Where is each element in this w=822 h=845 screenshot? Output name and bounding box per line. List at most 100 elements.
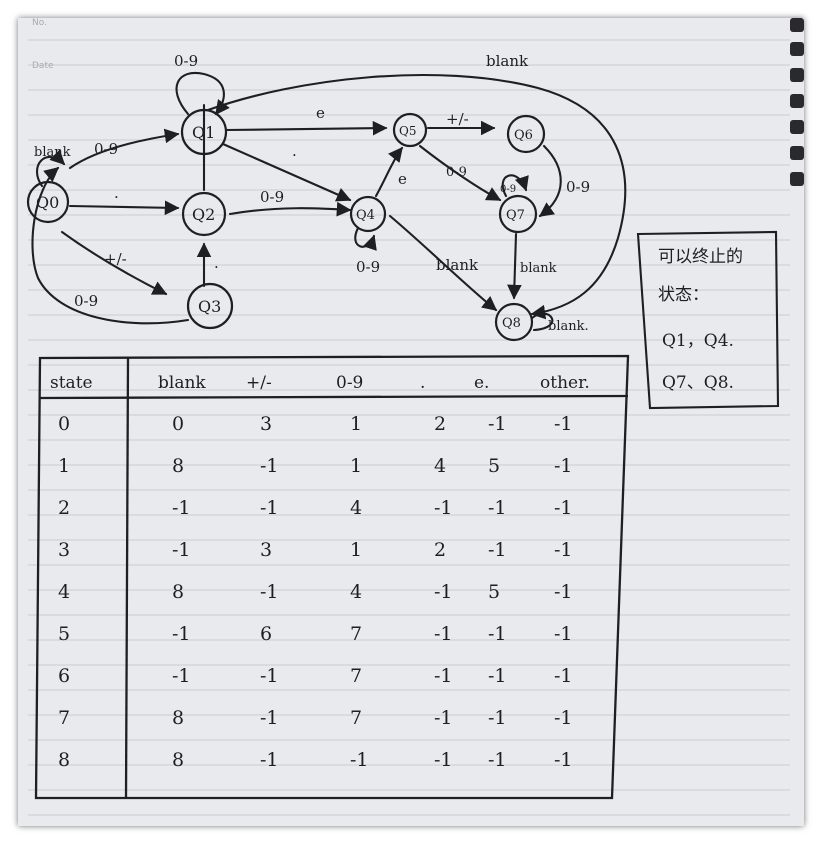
edge-q3-q1-curve [31, 166, 190, 325]
table-cell: -1 [434, 581, 453, 603]
state-q8-circle [494, 302, 534, 342]
state-q6-circle [506, 114, 546, 154]
table-cell: -1 [554, 581, 573, 603]
table-cell: -1 [554, 413, 573, 435]
date-label: Date [32, 61, 54, 71]
state-q4-circle [349, 195, 387, 233]
table-cell: 0 [172, 413, 184, 435]
state-q2-label: Q2 [192, 205, 215, 224]
label-q3-q1: 0-9 [74, 292, 98, 310]
label-q1-q5: e [316, 104, 325, 122]
table-cell: 1 [350, 455, 362, 477]
table-cell: -1 [260, 581, 279, 603]
table-cell: -1 [554, 539, 573, 561]
table-cell: -1 [488, 539, 507, 561]
label-q4-q5: e [398, 170, 407, 188]
table-cell: 8 [172, 749, 184, 771]
note-line-1: 可以终止的 [658, 247, 743, 267]
table-cell: -1 [488, 749, 507, 771]
table-cell: 7 [350, 707, 362, 729]
label-q4-q4: 0-9 [356, 258, 380, 276]
table-cell: 4 [434, 455, 446, 477]
table-cell: -1 [488, 665, 507, 687]
state-q5-label: Q5 [399, 124, 416, 138]
edge-q1-q4 [221, 142, 352, 202]
table-cell: 1 [350, 413, 362, 435]
table-cell: -1 [554, 497, 573, 519]
table-cell: 7 [350, 665, 362, 687]
label-q0-q3: +/- [104, 250, 127, 268]
table-cell: -1 [554, 665, 573, 687]
table-cell: 5 [488, 455, 500, 477]
table-header-cell: +/- [246, 373, 272, 393]
note-line-2: 状态： [658, 285, 709, 305]
label-q8-q8: blank. [548, 319, 589, 334]
edge-q0-q2 [68, 200, 180, 216]
state-q3-circle [186, 282, 234, 330]
edge-q5-q7 [418, 144, 502, 202]
loop-q4 [354, 226, 377, 251]
table-state-cell: 2 [58, 497, 70, 519]
table-border [34, 354, 630, 800]
edge-q0-q3 [60, 230, 168, 296]
table-cell: -1 [260, 497, 279, 519]
table-state-cell: 8 [58, 749, 70, 771]
table-cell: -1 [260, 665, 279, 687]
table-cell: 2 [434, 539, 446, 561]
table-cell: -1 [554, 455, 573, 477]
table-state-column-rule [124, 357, 130, 799]
state-q2-circle [181, 191, 227, 237]
table-cell: 8 [172, 581, 184, 603]
table-cell: 4 [350, 581, 362, 603]
state-q5-circle [392, 112, 428, 148]
table-header-cell: . [420, 373, 425, 393]
note-line-4: Q7、Q8. [662, 373, 734, 393]
state-q1-label: Q1 [192, 123, 215, 142]
table-cell: -1 [260, 749, 279, 771]
table-cell: -1 [172, 665, 191, 687]
table-cell: 3 [260, 539, 272, 561]
table-cell: 3 [260, 413, 272, 435]
label-q1-q8: blank [486, 52, 529, 70]
loop-q0 [36, 149, 66, 188]
no-label: No. [32, 18, 47, 28]
label-q5-q7: 0-9 [446, 165, 467, 180]
label-q0-q2: . [114, 184, 119, 202]
table-cell: -1 [260, 707, 279, 729]
note-box-border [636, 230, 780, 410]
table-cell: -1 [488, 497, 507, 519]
state-q0-circle [26, 180, 70, 224]
table-cell: -1 [172, 497, 191, 519]
edge-q1-q5 [224, 120, 388, 136]
table-cell: -1 [554, 707, 573, 729]
state-q7-circle [498, 194, 538, 234]
label-q1-q4: . [292, 142, 297, 160]
label-q6-q7: 0-9 [566, 178, 590, 196]
notebook-page: No. Date Q1 [26, 18, 804, 816]
loop-q7 [501, 174, 529, 198]
table-cell: -1 [554, 623, 573, 645]
table-cell: 6 [260, 623, 272, 645]
edge-q0-q1 [68, 128, 180, 170]
state-q6-label: Q6 [514, 128, 533, 143]
table-cell: -1 [434, 749, 453, 771]
loop-q1 [175, 71, 230, 116]
state-q8-label: Q8 [502, 316, 521, 331]
label-q2-q4: 0-9 [260, 188, 284, 206]
table-cell: 8 [172, 455, 184, 477]
table-header-cell: state [50, 373, 93, 393]
table-cell: -1 [488, 623, 507, 645]
table-state-cell: 4 [58, 581, 70, 603]
label-q0-q1: 0-9 [94, 140, 118, 158]
note-line-3: Q1，Q4. [662, 331, 734, 351]
edge-q4-q8 [388, 214, 498, 312]
label-q7-q8: blank [520, 261, 557, 276]
table-cell: -1 [172, 623, 191, 645]
table-header-cell: blank [158, 373, 206, 393]
table-cell: -1 [350, 749, 369, 771]
table-cell: -1 [434, 623, 453, 645]
table-cell: -1 [260, 455, 279, 477]
edge-q7-q8 [507, 232, 522, 300]
table-cell: -1 [434, 497, 453, 519]
